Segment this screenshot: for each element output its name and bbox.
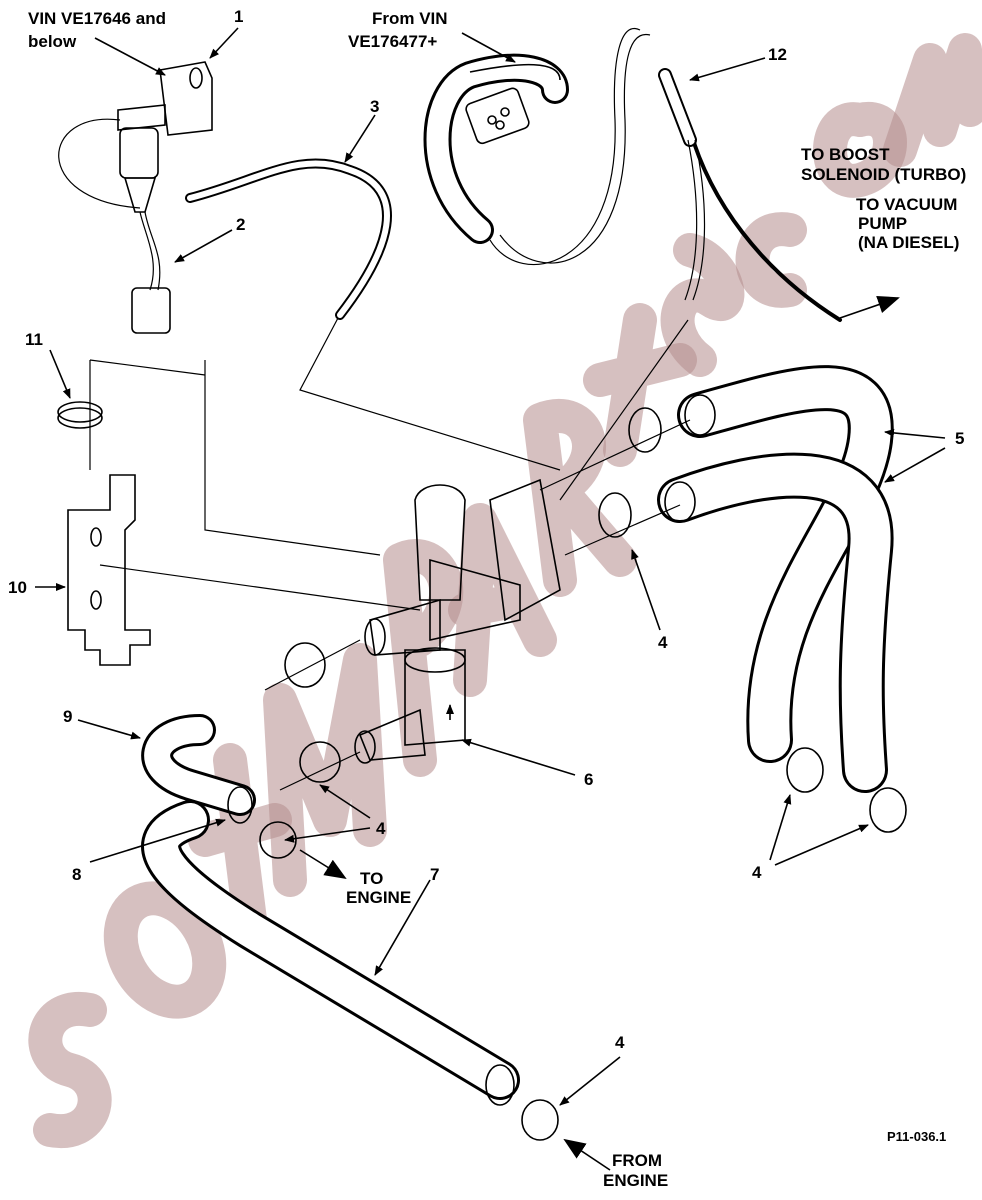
part-number-8: 8: [72, 865, 81, 884]
leader-lines: [35, 27, 946, 1106]
to-boost-solenoid-label: TO BOOST SOLENOID (TURBO): [801, 145, 966, 184]
vin-below-label: VIN VE17646 and below: [28, 9, 171, 51]
to-engine-label: TO ENGINE: [346, 869, 411, 907]
part-number-9: 9: [63, 707, 72, 726]
vin-from-label: From VIN VE176477+: [348, 9, 452, 51]
part-number-6: 6: [584, 770, 593, 789]
mounting-bracket: [67, 474, 151, 666]
part-number-11: 11: [25, 330, 43, 349]
part-number-5: 5: [955, 429, 964, 448]
part-number-4: 4: [658, 633, 668, 652]
part-number-12: 12: [768, 45, 787, 64]
part-number-4: 4: [376, 819, 386, 838]
hose-clamps: [57, 401, 907, 1141]
check-valve-assembly: [354, 478, 561, 764]
to-vacuum-pump-label: TO VACUUM PUMP (NA DIESEL): [856, 195, 962, 252]
part-number-3: 3: [370, 97, 379, 116]
part-number-4: 4: [752, 863, 762, 882]
part-number-2: 2: [236, 215, 245, 234]
harness-connector: [423, 53, 569, 244]
part-number-10: 10: [8, 578, 27, 597]
solenoid-valve: [58, 61, 213, 334]
figure-code: P11-036.1: [887, 1129, 946, 1144]
part-number-4: 4: [615, 1033, 625, 1052]
from-engine-label: FROM ENGINE: [603, 1151, 668, 1190]
part-number-7: 7: [430, 865, 439, 884]
part-number-1: 1: [234, 7, 243, 26]
watermark: [28, 33, 982, 1149]
